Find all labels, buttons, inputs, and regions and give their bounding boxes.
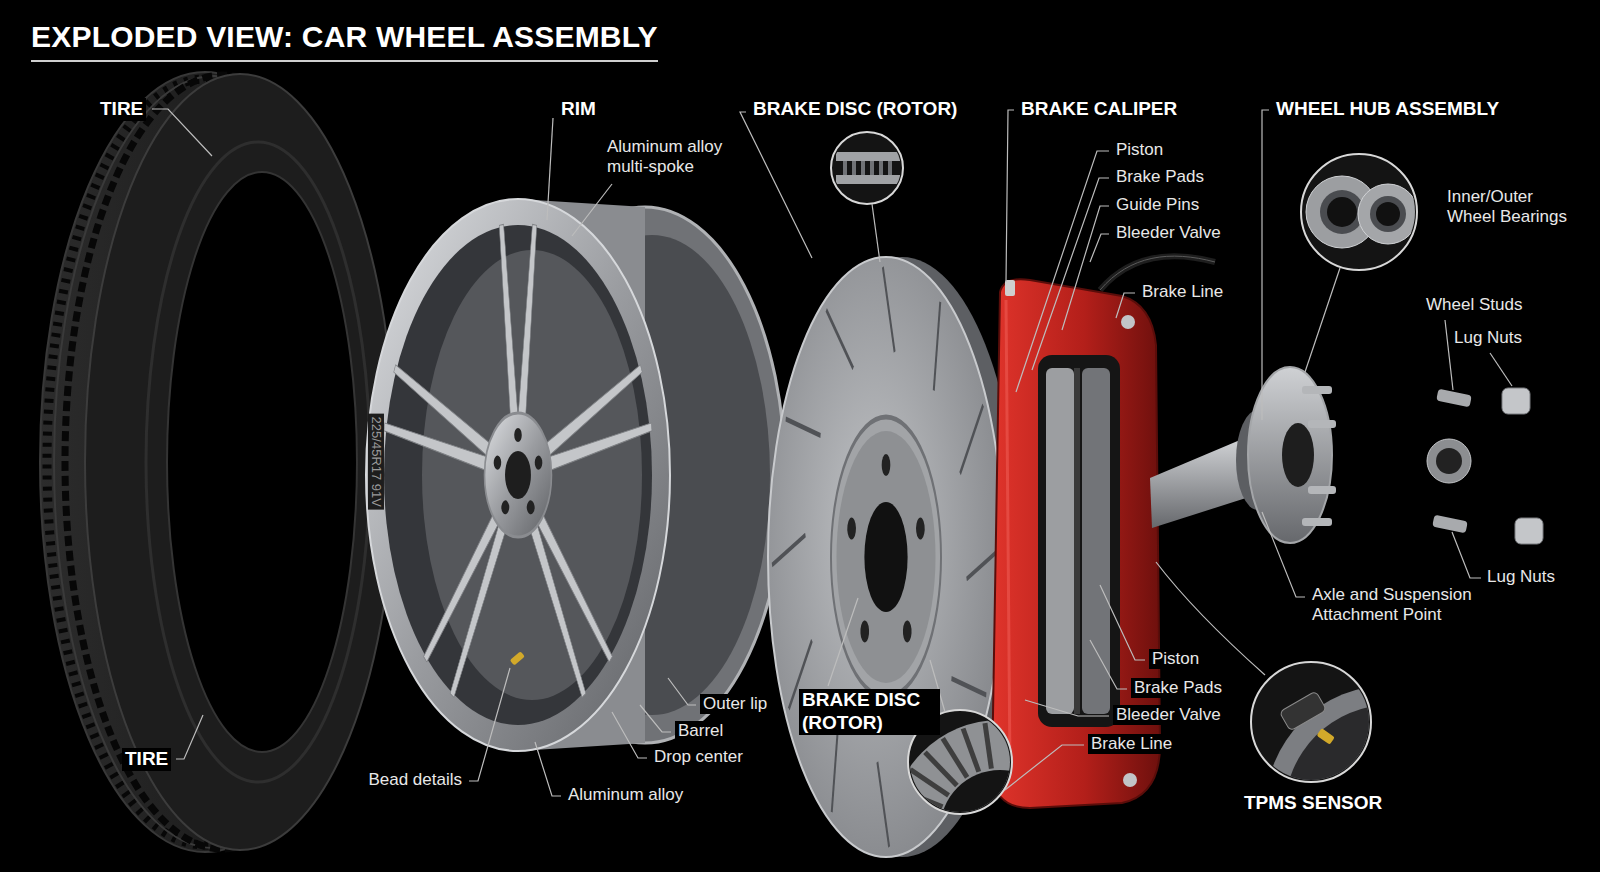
rim-drawing bbox=[366, 199, 785, 751]
part-label: Aluminum alloy multi-spoke bbox=[604, 137, 745, 178]
part-heading: BRAKE CALIPER bbox=[1018, 98, 1180, 121]
part-heading: BRAKE DISC (ROTOR) bbox=[750, 98, 960, 121]
part-label: Brake Pads bbox=[1113, 167, 1207, 187]
part-label: Bead details bbox=[365, 770, 465, 790]
part-label: Outer lip bbox=[700, 694, 770, 714]
part-label: Lug Nuts bbox=[1451, 328, 1525, 348]
part-label: Piston bbox=[1149, 649, 1202, 669]
part-heading: TIRE bbox=[97, 98, 146, 121]
part-heading: BRAKE DISC (ROTOR) bbox=[799, 689, 940, 735]
hub-drawing bbox=[1150, 367, 1543, 544]
part-heading: TIRE bbox=[122, 748, 171, 771]
sidewall-marking: 225/45R17 91V bbox=[368, 414, 384, 510]
tire-drawing bbox=[40, 72, 395, 852]
part-label: Drop center bbox=[651, 747, 746, 767]
part-label: Bleeder Valve bbox=[1113, 705, 1224, 725]
part-label: Lug Nuts bbox=[1484, 567, 1558, 587]
part-label: Piston bbox=[1113, 140, 1166, 160]
part-label: Bleeder Valve bbox=[1113, 223, 1224, 243]
diagram-title: EXPLODED VIEW: CAR WHEEL ASSEMBLY bbox=[31, 20, 658, 62]
part-heading: RIM bbox=[558, 98, 599, 121]
part-label: Brake Pads bbox=[1131, 678, 1225, 698]
part-heading: WHEEL HUB ASSEMBLY bbox=[1273, 98, 1502, 121]
part-label: Axle and Suspension Attachment Point bbox=[1309, 585, 1490, 626]
leader-lines bbox=[152, 109, 1512, 796]
part-label: Brake Line bbox=[1139, 282, 1226, 302]
part-label: Inner/Outer Wheel Bearings bbox=[1444, 187, 1574, 228]
part-label: Wheel Studs bbox=[1423, 295, 1525, 315]
part-label: Guide Pins bbox=[1113, 195, 1202, 215]
part-label: Brake Line bbox=[1088, 734, 1175, 754]
part-heading: TPMS SENSOR bbox=[1241, 792, 1385, 815]
part-label: Barrel bbox=[675, 721, 726, 741]
detail-circles bbox=[831, 132, 1515, 872]
part-label: Aluminum alloy bbox=[565, 785, 686, 805]
